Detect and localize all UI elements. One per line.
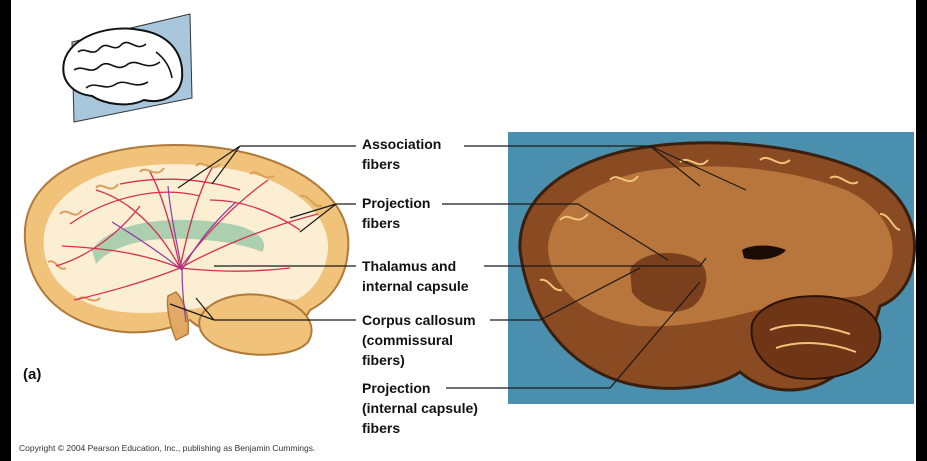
panel-letter: (a) [23, 366, 41, 383]
label-thalamus-internal-capsule: Thalamus and internal capsule [362, 256, 469, 296]
label-association-fibers: Association fibers [362, 134, 441, 174]
label-projection-fibers: Projection fibers [362, 193, 430, 233]
copyright-notice: Copyright © 2004 Pearson Education, Inc.… [19, 443, 315, 453]
section-cerebellum [752, 296, 881, 379]
brain-section-photo [508, 132, 915, 404]
orientation-thumbnail [63, 14, 192, 122]
sagittal-brain-diagram [25, 145, 349, 355]
label-corpus-callosum: Corpus callosum (commissural fibers) [362, 310, 476, 370]
label-projection-internal-capsule: Projection (internal capsule) fibers [362, 378, 478, 438]
